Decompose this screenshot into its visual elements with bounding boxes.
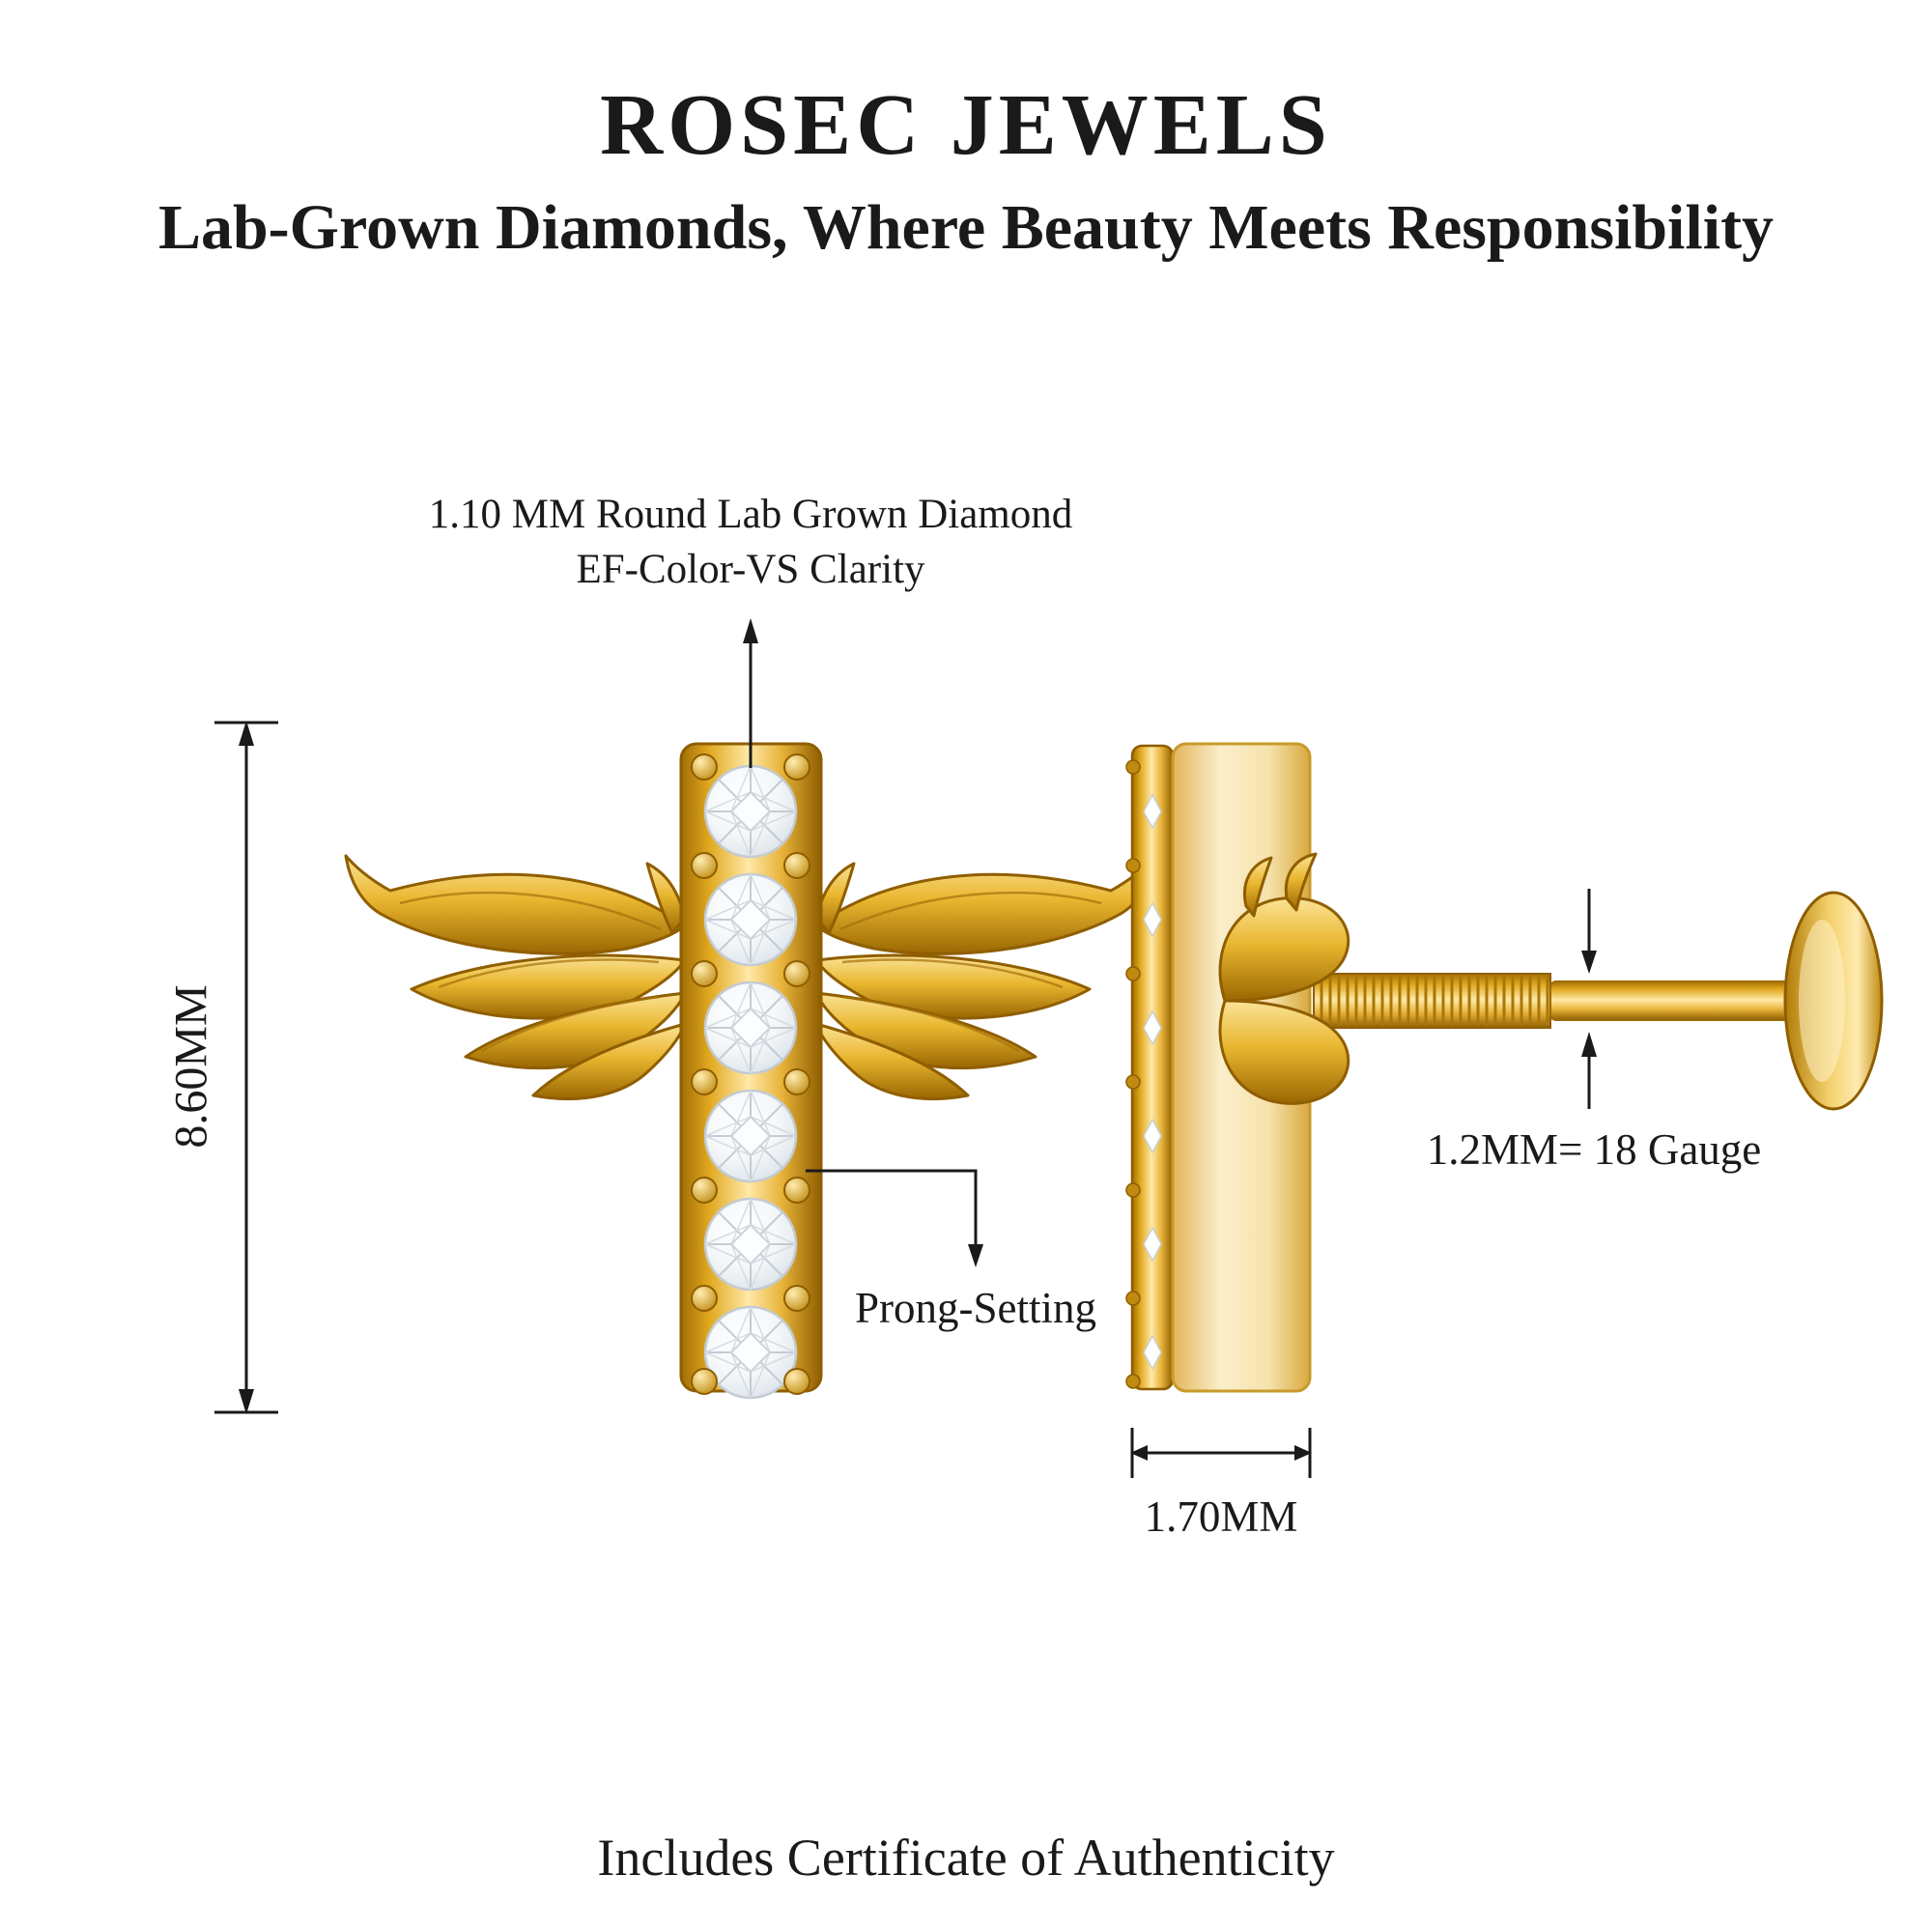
side-stone-edges: [1143, 793, 1162, 1371]
gauge-label: 1.2MM= 18 Gauge: [1426, 1125, 1762, 1174]
right-wing: [814, 854, 1157, 1101]
width-dimension-label: 1.70MM: [1144, 1492, 1298, 1541]
height-dimension-label: 8.60MM: [165, 984, 217, 1149]
width-dimension: [1130, 1428, 1312, 1478]
diamond-spec-line2: EF-Color-VS Clarity: [576, 546, 925, 592]
diamond-callout-arrow: [743, 618, 758, 768]
prong-setting-label: Prong-Setting: [854, 1284, 1096, 1332]
diamond-spec-callout: 1.10 MM Round Lab Grown Diamond EF-Color…: [364, 488, 1137, 598]
certificate-note: Includes Certificate of Authenticity: [597, 1829, 1335, 1887]
side-prong-bumps: [1125, 759, 1141, 1389]
side-view-earring: [1125, 742, 1884, 1393]
gauge-callout-arrows: [1581, 889, 1597, 1109]
prong-callout-arrow: [806, 1169, 983, 1267]
brand-title: ROSEC JEWELS: [600, 77, 1332, 173]
disc-highlight: [1799, 920, 1845, 1082]
brand-tagline: Lab-Grown Diamonds, Where Beauty Meets R…: [157, 192, 1775, 263]
diamond-spec-line1: 1.10 MM Round Lab Grown Diamond: [428, 492, 1073, 537]
smooth-post: [1549, 980, 1793, 1021]
screw-clutch: [1218, 852, 1350, 1105]
threaded-post: [1313, 973, 1551, 1029]
height-dimension: [214, 721, 278, 1414]
left-wing: [344, 854, 687, 1101]
thread-ridges: [1320, 976, 1549, 1026]
